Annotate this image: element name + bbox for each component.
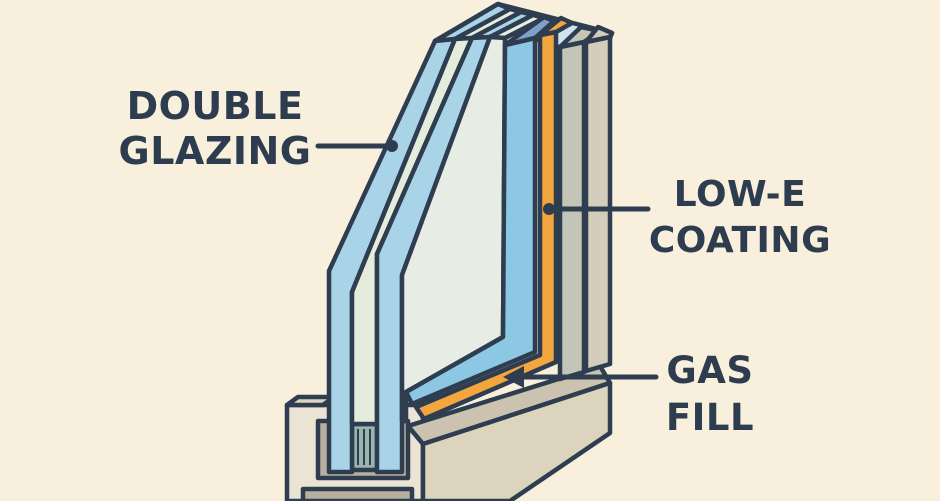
low-e-leader-dot xyxy=(543,203,555,215)
coating-top-face xyxy=(537,15,575,38)
low-e-label-line1: LOW-E xyxy=(673,174,807,215)
double-glazing-leader-dot xyxy=(386,140,398,152)
double-glazing-label: DOUBLE GLAZING xyxy=(90,84,340,174)
jamb-outer-top-face xyxy=(583,24,615,45)
gas-fill-label: GAS FILL xyxy=(650,347,770,441)
gas-fill-label-line2: FILL xyxy=(665,396,755,439)
low-e-coating-label: LOW-E COATING xyxy=(645,172,835,264)
low-e-label-line2: COATING xyxy=(648,220,832,261)
sill-front-face xyxy=(420,380,613,501)
double-glazing-label-line2: GLAZING xyxy=(118,129,312,173)
double-glazing-label-line1: DOUBLE xyxy=(126,84,304,128)
sill-lower-cavity xyxy=(300,486,415,501)
gas-fill-label-line1: GAS xyxy=(666,349,754,392)
gas-fill-arrow xyxy=(503,366,524,388)
frame-jamb-outer xyxy=(583,34,613,374)
